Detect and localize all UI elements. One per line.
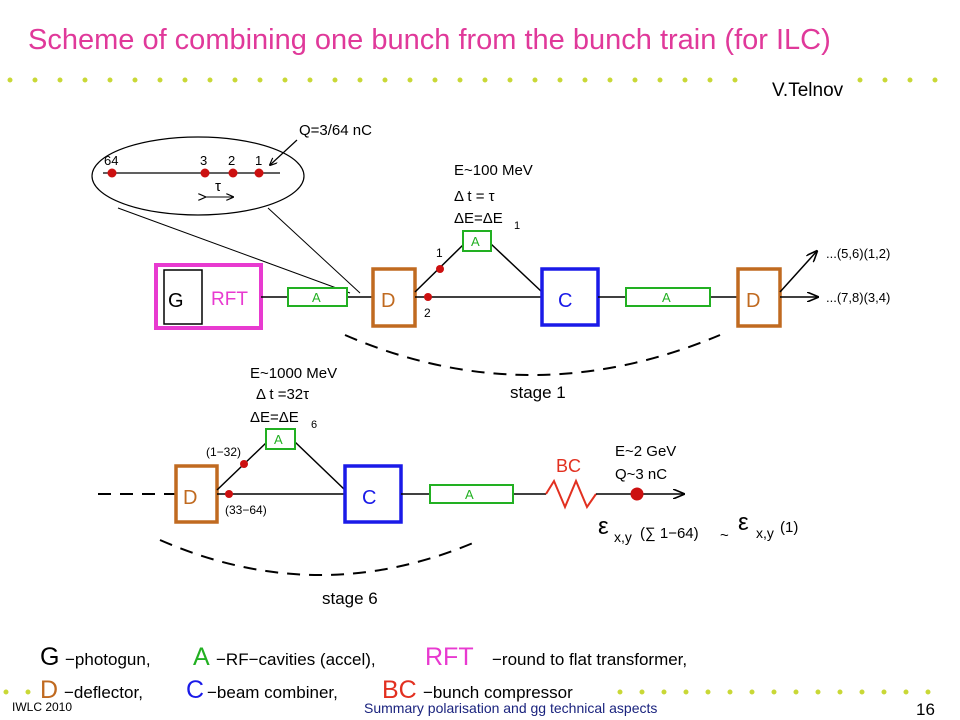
accel-box-3 [625,287,711,307]
stage1-de: ΔE=ΔE [454,210,503,227]
legend-c-key: C [186,676,204,704]
emittance-tilde: ~ [720,527,729,544]
bunch-train-inset: 64 3 2 1 τ Q=3/64 nC [91,122,372,294]
legend-a-desc: −RF−cavities (accel), [216,650,376,669]
final-energy: E~2 GeV [615,443,676,460]
emittance-lhs-sub: x,y [614,529,632,545]
tau-label: τ [215,178,221,195]
legend-bc-desc: −bunch compressor [423,683,573,702]
deflector-label-1: D [381,290,395,312]
final-charge: Q~3 nC [615,466,667,483]
stage1-out-lower: ...(7,8)(3,4) [826,290,890,305]
path1-label: 1 [436,246,443,260]
emittance-rhs-sub: x,y [756,525,774,541]
accel-label-6a: A [274,432,283,447]
combiner-label-1: C [558,290,572,312]
bunch-dot-1 [254,168,264,178]
stage1-label: stage 1 [510,383,566,402]
accel-box-1 [287,287,348,307]
deflector-box-2 [736,267,782,328]
bunch-dot-64 [107,168,117,178]
deflector-label-2: D [746,290,760,312]
stage6-de: ΔE=ΔE [250,409,299,426]
author-label: V.Telnov [772,80,844,101]
path-lower-dot [225,490,233,498]
path2-dot [424,293,432,301]
rft-label: RFT [211,289,248,310]
bunch-label-2: 2 [228,153,235,168]
legend-d-desc: −deflector, [64,683,143,702]
page-title: Scheme of combining one bunch from the b… [28,24,831,56]
g-label: G [168,290,184,312]
bunch-dot-3 [200,168,210,178]
accel-label-1: A [312,290,321,305]
stage6-dt: Δ t =32τ [256,386,309,403]
emittance-lhs-arg: (∑ 1−64) [640,525,699,542]
accel-label-3: A [662,290,671,305]
accel-box-2 [462,230,492,252]
legend-a-key: A [193,643,210,671]
bunch-compressor-zigzag [545,478,597,510]
stage1-row: G RFT A D A 1 2 E~100 MeV Δ t = τ ΔE=ΔE … [154,162,890,402]
emittance-rhs-arg: (1) [780,519,798,536]
bunch-dot-2 [228,168,238,178]
stage6-label: stage 6 [322,589,378,608]
stage6-path-lower: (33−64) [225,503,267,517]
stage6-de-sub: 6 [311,419,317,431]
g-box [163,269,203,325]
deflector-label-6: D [183,487,197,509]
legend-g-desc: −photogun, [65,650,151,669]
footer-title: Summary polarisation and gg technical as… [364,700,658,716]
accel-label-6b: A [465,487,474,502]
accel-label-2: A [471,234,480,249]
legend-rft-desc: −round to flat transformer, [492,650,687,669]
stage1-out-upper: ...(5,6)(1,2) [826,246,890,261]
legend-bc-key: BC [382,676,417,704]
charge-label: Q=3/64 nC [299,122,372,139]
stage1-dt: Δ t = τ [454,188,495,205]
path-upper-dot [240,460,248,468]
bunch-compressor-label: BC [556,456,581,476]
accel-box-6b [429,484,514,504]
bunch-label-64: 64 [104,153,118,168]
stage1-energy: E~100 MeV [454,162,533,179]
legend: G −photogun, A −RF−cavities (accel), RFT… [40,643,687,704]
stage6-path-upper: (1−32) [206,445,241,459]
combiner-label-6: C [362,487,376,509]
stage6-energy: E~1000 MeV [250,365,337,382]
path1-dot [436,265,444,273]
page-number: 16 [916,700,935,719]
legend-d-key: D [40,676,58,704]
bunch-label-1: 1 [255,153,262,168]
legend-g-key: G [40,643,59,671]
stage6-row: E~1000 MeV Δ t =32τ ΔE=ΔE 6 D A (1−32) (… [98,365,798,608]
epsilon-lhs: ε [598,513,609,540]
footer-conference: IWLC 2010 [12,700,73,714]
legend-c-desc: −beam combiner, [207,683,338,702]
stage1-de-sub: 1 [514,220,520,232]
accel-box-6a [265,428,296,450]
path2-label: 2 [424,306,431,320]
final-bunch-dot [630,487,644,501]
epsilon-rhs: ε [738,509,749,536]
bunch-label-3: 3 [200,153,207,168]
legend-rft-key: RFT [425,643,474,671]
